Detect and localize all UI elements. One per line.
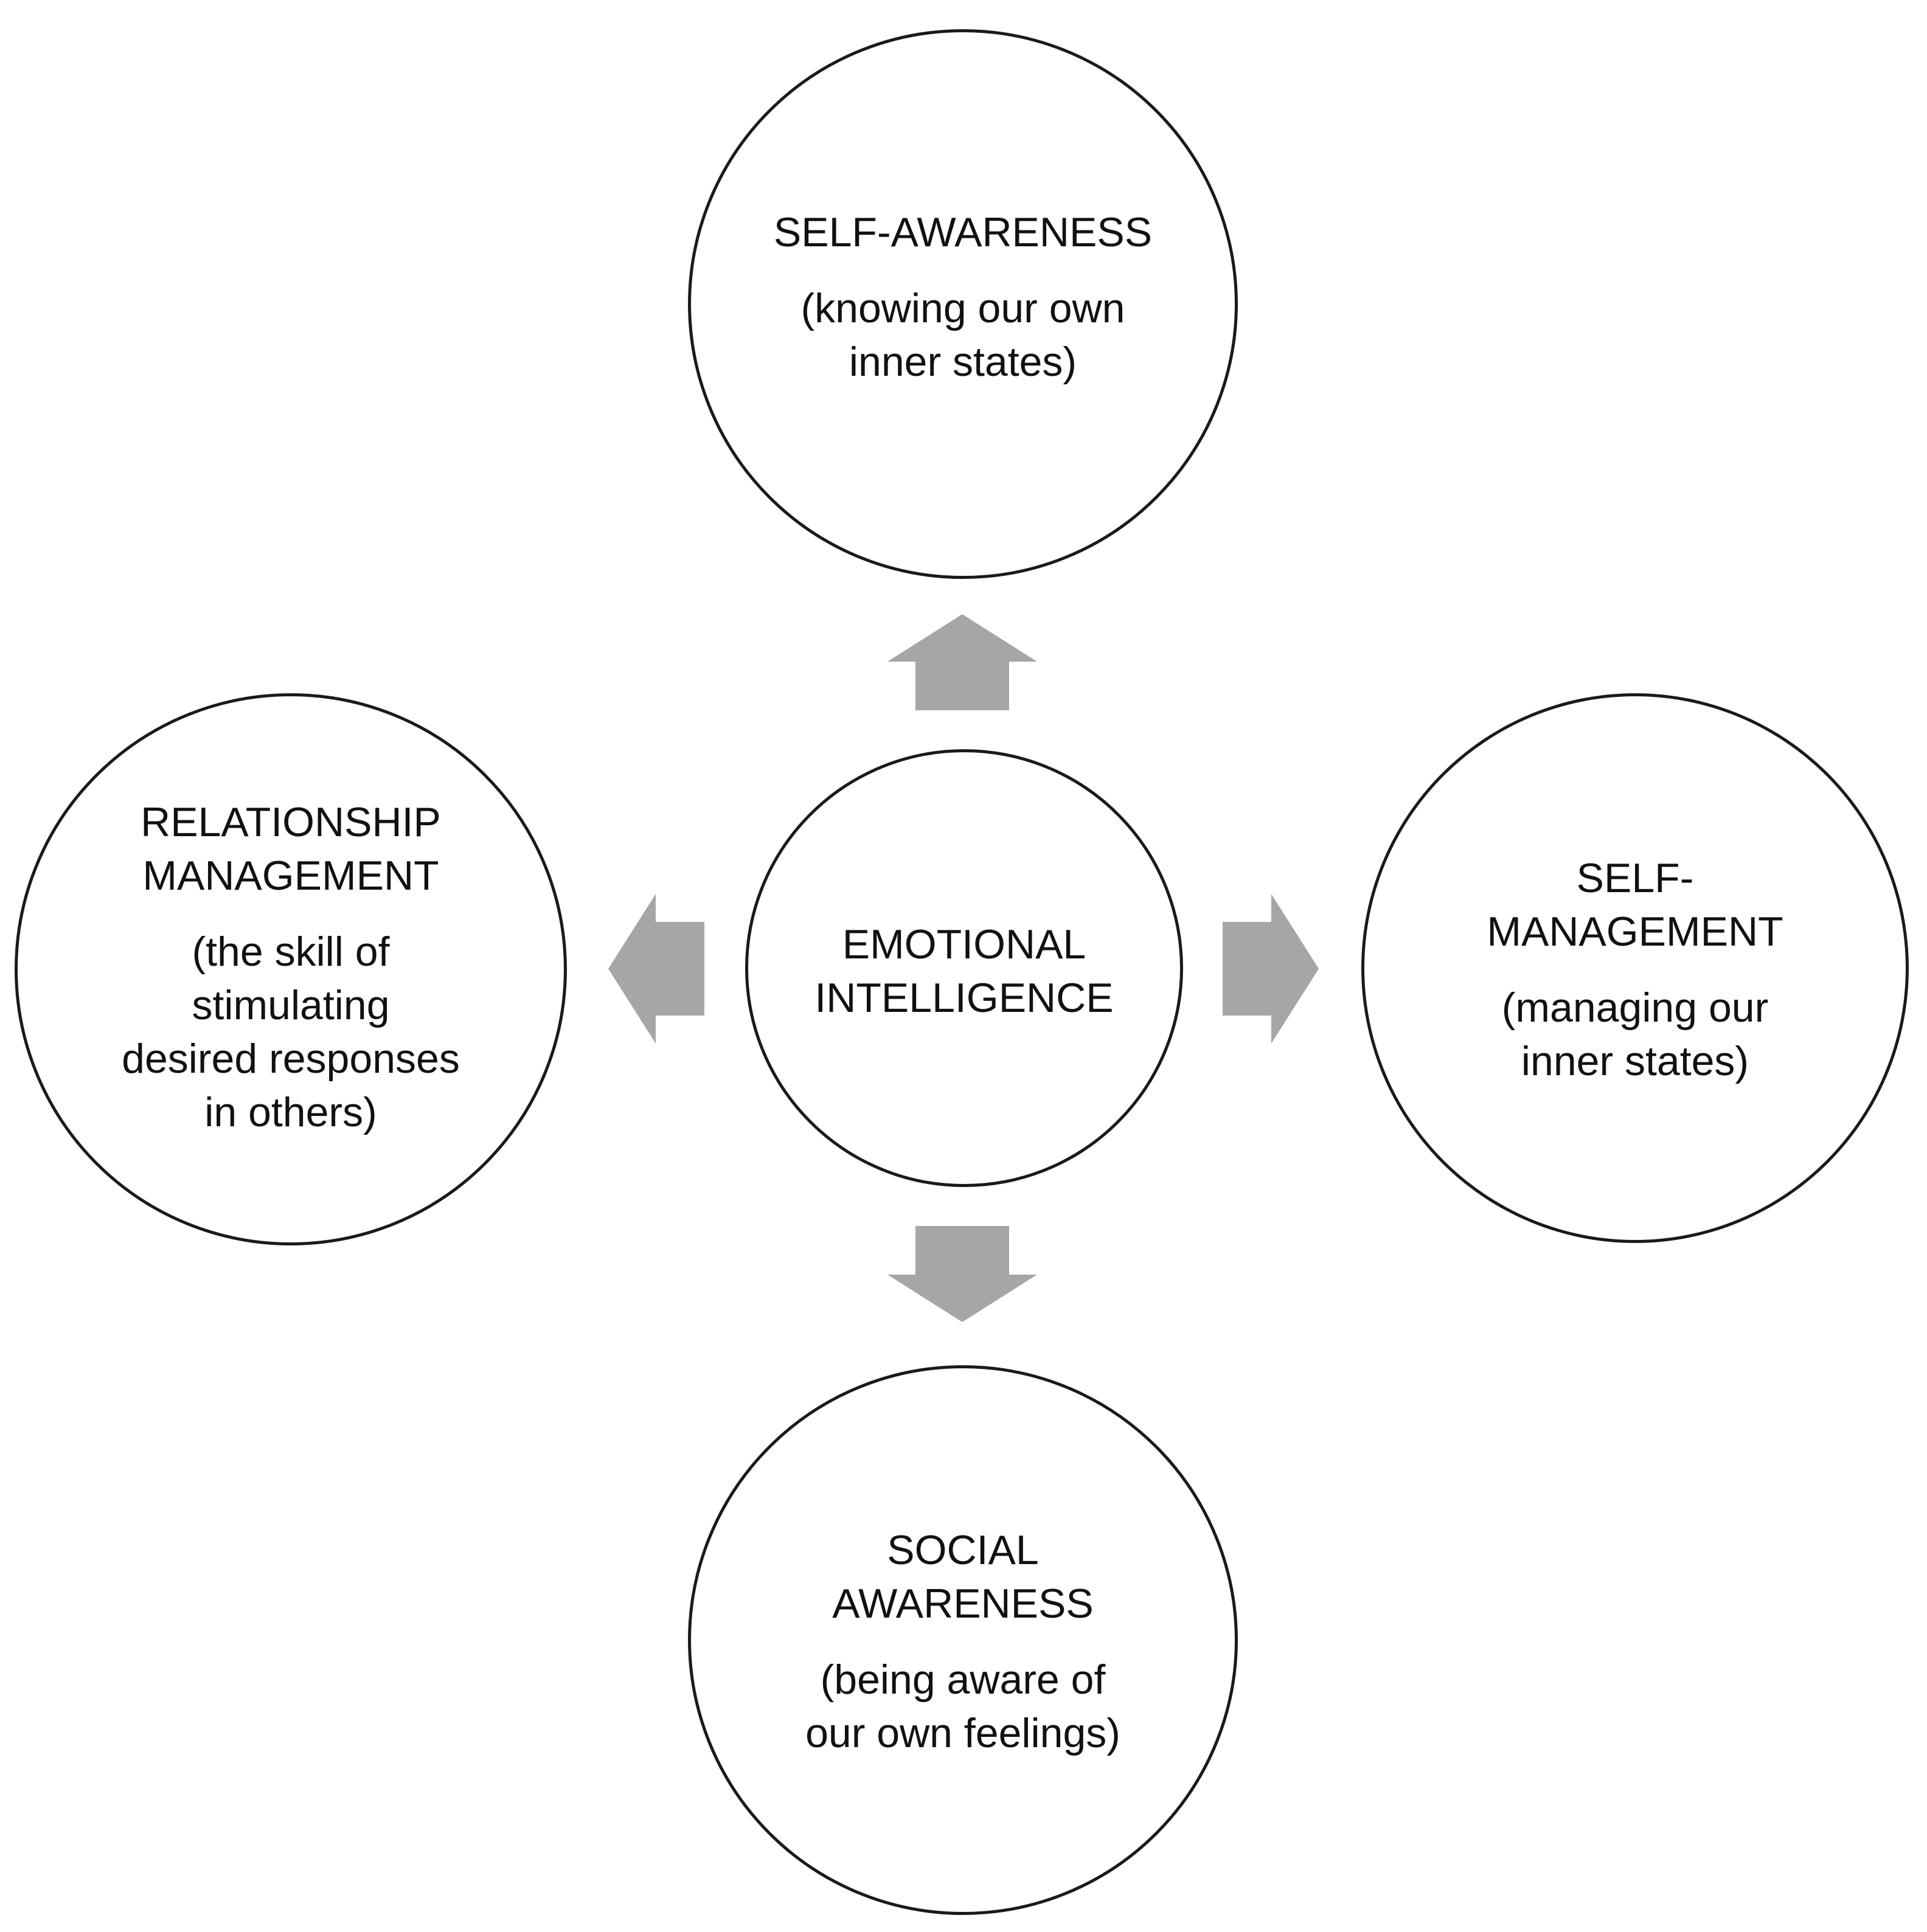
arrow-up-shape (887, 614, 1037, 710)
self-management-desc-line-2: inner states) (1521, 1038, 1749, 1084)
emotional-intelligence-line-2: INTELLIGENCE (814, 975, 1114, 1021)
arrow-up-icon (887, 614, 1037, 710)
self-management-title-line-1: SELF- (1576, 855, 1694, 901)
social-awareness-title-line-1: SOCIAL (887, 1527, 1039, 1573)
self-management-desc-line-1: (managing our (1501, 985, 1769, 1031)
emotional-intelligence-node: EMOTIONAL INTELLIGENCE (745, 749, 1183, 1187)
relationship-management-desc-line-2: stimulating (192, 982, 390, 1028)
self-awareness-node: SELF-AWARENESS (knowing our own inner st… (688, 29, 1238, 579)
arrow-down-shape (887, 1226, 1037, 1322)
self-awareness-desc-line-2: inner states) (849, 339, 1077, 385)
arrow-left-icon (608, 894, 704, 1044)
relationship-management-desc-line-4: in others) (204, 1089, 377, 1135)
relationship-management-node: RELATIONSHIP MANAGEMENT (the skill of st… (15, 693, 567, 1245)
emotional-intelligence-line-1: EMOTIONAL (842, 921, 1086, 968)
arrow-left-shape (608, 894, 704, 1044)
self-management-title-line-2: MANAGEMENT (1487, 909, 1783, 955)
arrow-down-icon (887, 1226, 1037, 1322)
self-awareness-title-line-1: SELF-AWARENESS (773, 209, 1153, 255)
social-awareness-title-line-2: AWARENESS (832, 1581, 1094, 1627)
arrow-right-shape (1223, 894, 1319, 1044)
social-awareness-desc-line-1: (being aware of (820, 1657, 1106, 1703)
social-awareness-desc-line-2: our own feelings) (805, 1710, 1120, 1756)
self-management-node: SELF- MANAGEMENT (managing our inner sta… (1361, 693, 1909, 1243)
relationship-management-title-line-1: RELATIONSHIP (141, 799, 441, 845)
relationship-management-title-line-2: MANAGEMENT (142, 853, 439, 899)
self-awareness-desc-line-1: (knowing our own (800, 285, 1125, 331)
relationship-management-desc-line-1: (the skill of (192, 929, 390, 975)
arrow-right-icon (1223, 894, 1319, 1044)
relationship-management-desc-line-3: desired responses (122, 1036, 460, 1082)
social-awareness-node: SOCIAL AWARENESS (being aware of our own… (688, 1365, 1238, 1915)
